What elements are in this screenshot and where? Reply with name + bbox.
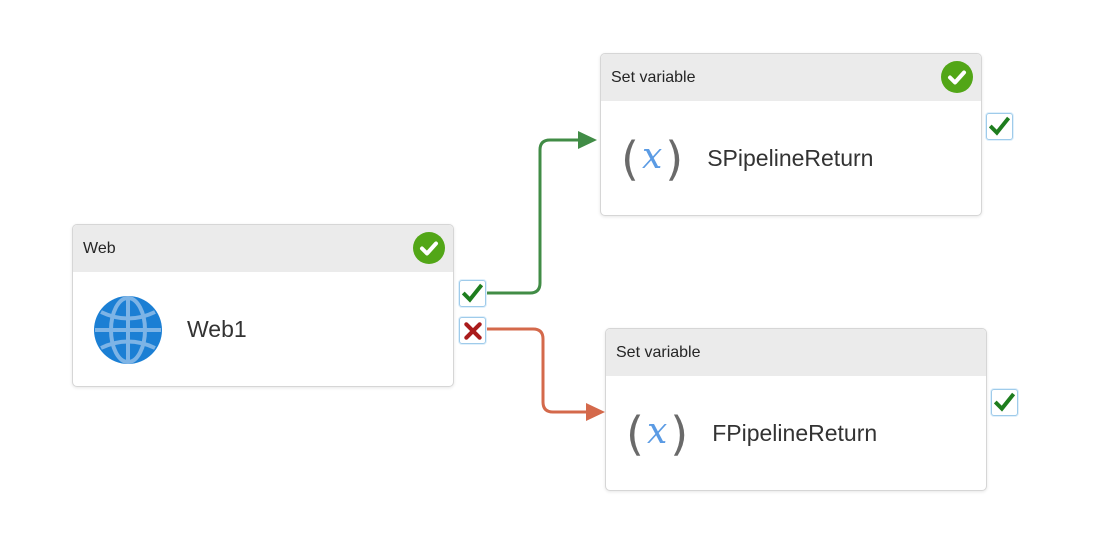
activity-node-web1[interactable]: Web bbox=[72, 224, 486, 387]
node-body: ( x ) SPipelineReturn bbox=[601, 101, 981, 216]
variable-paren-close: ) bbox=[670, 406, 689, 461]
variable-x-icon: ( x ) bbox=[626, 411, 688, 457]
success-port-checkbox[interactable] bbox=[459, 280, 486, 307]
checkpoint-checkbox[interactable] bbox=[991, 389, 1018, 416]
activity-node-spipelinereturn[interactable]: Set variable ( x ) SPipelineReturn bbox=[600, 53, 1013, 216]
checkpoint-checkbox[interactable] bbox=[986, 113, 1013, 140]
variable-paren-close: ) bbox=[665, 131, 684, 186]
green-check-icon bbox=[994, 392, 1015, 412]
success-arrow-icon bbox=[578, 131, 597, 149]
node-header: Set variable bbox=[606, 329, 986, 376]
activity-name: SPipelineReturn bbox=[707, 145, 874, 171]
variable-x-glyph: x bbox=[641, 135, 663, 177]
success-connector bbox=[487, 131, 597, 295]
globe-icon bbox=[93, 295, 163, 365]
failure-arrow-icon bbox=[586, 403, 605, 421]
red-cross-icon bbox=[463, 321, 482, 340]
node-body: Web1 bbox=[73, 272, 453, 387]
activity-node-fpipelinereturn[interactable]: Set variable ( x ) FPipelineReturn bbox=[605, 328, 1018, 491]
variable-paren-open: ( bbox=[626, 406, 644, 461]
activity-name: Web1 bbox=[187, 316, 247, 342]
node-body: ( x ) FPipelineReturn bbox=[606, 376, 986, 491]
variable-x-icon: ( x ) bbox=[621, 136, 683, 182]
node-type-label: Set variable bbox=[611, 68, 696, 86]
activity-name: FPipelineReturn bbox=[712, 420, 878, 446]
variable-x-glyph: x bbox=[646, 410, 668, 452]
failure-connector-line bbox=[487, 327, 587, 414]
failure-connector bbox=[487, 327, 605, 421]
failure-port-checkbox[interactable] bbox=[459, 317, 486, 344]
success-status-badge-icon bbox=[413, 232, 445, 264]
green-check-icon bbox=[462, 283, 483, 303]
node-type-label: Web bbox=[83, 239, 116, 257]
success-status-badge-icon bbox=[941, 61, 973, 93]
variable-paren-open: ( bbox=[621, 131, 639, 186]
success-connector-line bbox=[487, 138, 579, 295]
node-type-label: Set variable bbox=[616, 343, 701, 361]
node-header: Web bbox=[73, 225, 453, 272]
green-check-icon bbox=[989, 116, 1010, 136]
node-header: Set variable bbox=[601, 54, 981, 101]
